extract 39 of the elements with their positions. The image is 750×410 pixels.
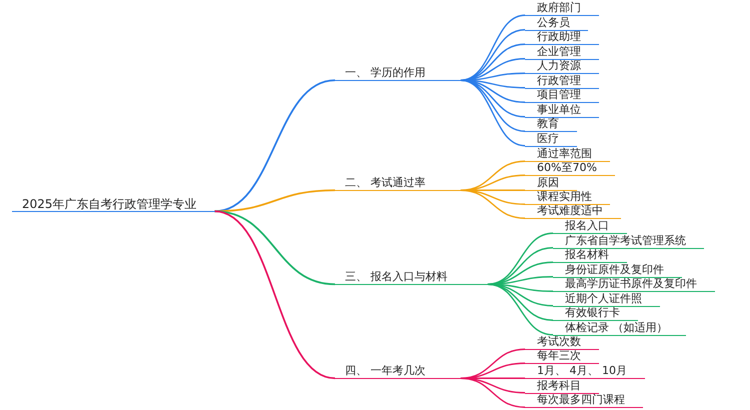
- topic-text: 报名材料: [553, 248, 627, 263]
- topic-text: 行政管理: [525, 74, 599, 88]
- topic-text: 考试难度适中: [525, 204, 621, 219]
- topic-text: 最高学历证书原件及复印件: [553, 277, 715, 292]
- topic-text: 四、 一年考几次: [335, 364, 460, 379]
- topic-text: 行政助理: [525, 30, 599, 45]
- topic-text: 体检记录 （如适用）: [553, 320, 686, 336]
- topic-text: 项目管理: [525, 88, 599, 103]
- topic-text: 医疗: [525, 132, 577, 146]
- topic-text: 企业管理: [525, 44, 599, 60]
- topic-text: 有效银行卡: [553, 306, 638, 321]
- topic-text: 报考科目: [525, 378, 599, 394]
- topic-text: 考试次数: [525, 335, 599, 350]
- topic-text: 近期个人证件照: [553, 292, 660, 306]
- topic-text: 三、 报名入口与材料: [335, 270, 488, 285]
- topic-text: 通过率范围: [525, 147, 610, 162]
- topic-text: 1月、 4月、 10月: [525, 364, 645, 379]
- topic-text: 一、 学历的作用: [335, 66, 460, 81]
- topic-text: 教育: [525, 117, 577, 132]
- topic-text: 广东省自学考试管理系统: [553, 234, 704, 248]
- topic-text: 2025年广东自考行政管理学专业: [12, 197, 215, 212]
- topic-text: 每次最多四门课程: [525, 393, 643, 408]
- branch-line: [214, 79, 336, 212]
- topic-text: 二、 考试通过率: [335, 176, 460, 191]
- topic-text: 人力资源: [525, 59, 599, 74]
- topic-text: 政府部门: [525, 1, 599, 16]
- topic-text: 60%至70%: [525, 161, 615, 176]
- branch-line: [214, 210, 336, 380]
- branch-line: [460, 80, 526, 146]
- topic-text: 身份证原件及复印件: [553, 262, 682, 278]
- topic-text: 报名入口: [553, 219, 627, 234]
- topic-text: 每年三次: [525, 349, 599, 364]
- branch-line: [460, 190, 526, 219]
- topic-text: 公务员: [525, 16, 588, 30]
- topic-text: 课程实用性: [525, 190, 610, 205]
- branch-line: [460, 378, 526, 408]
- topic-text: 事业单位: [525, 102, 599, 118]
- branch-line: [487, 284, 554, 336]
- topic-text: 原因: [525, 176, 577, 191]
